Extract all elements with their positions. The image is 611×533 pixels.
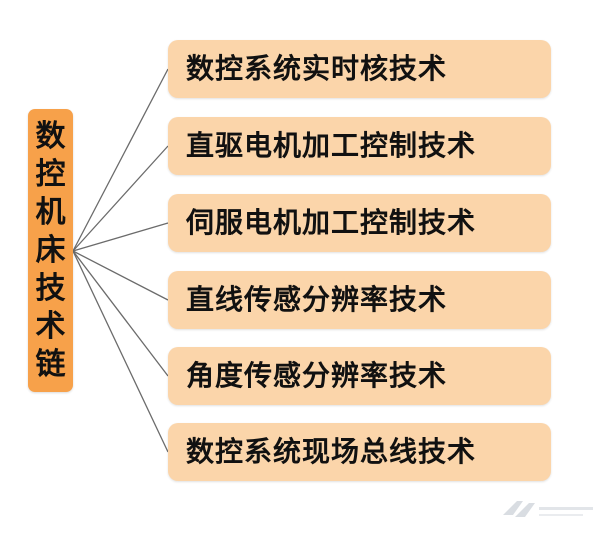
branch-node-5: 数控系统现场总线技术 <box>168 423 551 481</box>
connector-line-3 <box>72 250 169 301</box>
watermark-logo <box>503 501 593 517</box>
branch-node-2: 伺服电机加工控制技术 <box>168 194 551 252</box>
root-node: 数控机床技术链 <box>28 109 73 392</box>
connector-line-4 <box>72 250 169 377</box>
branch-node-0: 数控系统实时核技术 <box>168 40 551 98</box>
connector-line-1 <box>72 145 169 252</box>
branch-node-4: 角度传感分辨率技术 <box>168 347 551 405</box>
branch-node-3: 直线传感分辨率技术 <box>168 271 551 329</box>
branch-node-label: 数控系统实时核技术 <box>186 52 448 85</box>
branch-node-label: 角度传感分辨率技术 <box>186 359 448 392</box>
connector-line-0 <box>72 68 169 252</box>
branch-node-label: 伺服电机加工控制技术 <box>186 206 477 239</box>
branch-node-label: 直线传感分辨率技术 <box>186 283 448 316</box>
connector-line-5 <box>72 250 169 453</box>
branch-node-label: 直驱电机加工控制技术 <box>186 129 477 162</box>
branch-node-1: 直驱电机加工控制技术 <box>168 117 551 175</box>
root-node-label: 数控机床技术链 <box>35 118 66 382</box>
connector-line-2 <box>72 222 169 252</box>
branch-node-label: 数控系统现场总线技术 <box>186 435 477 468</box>
